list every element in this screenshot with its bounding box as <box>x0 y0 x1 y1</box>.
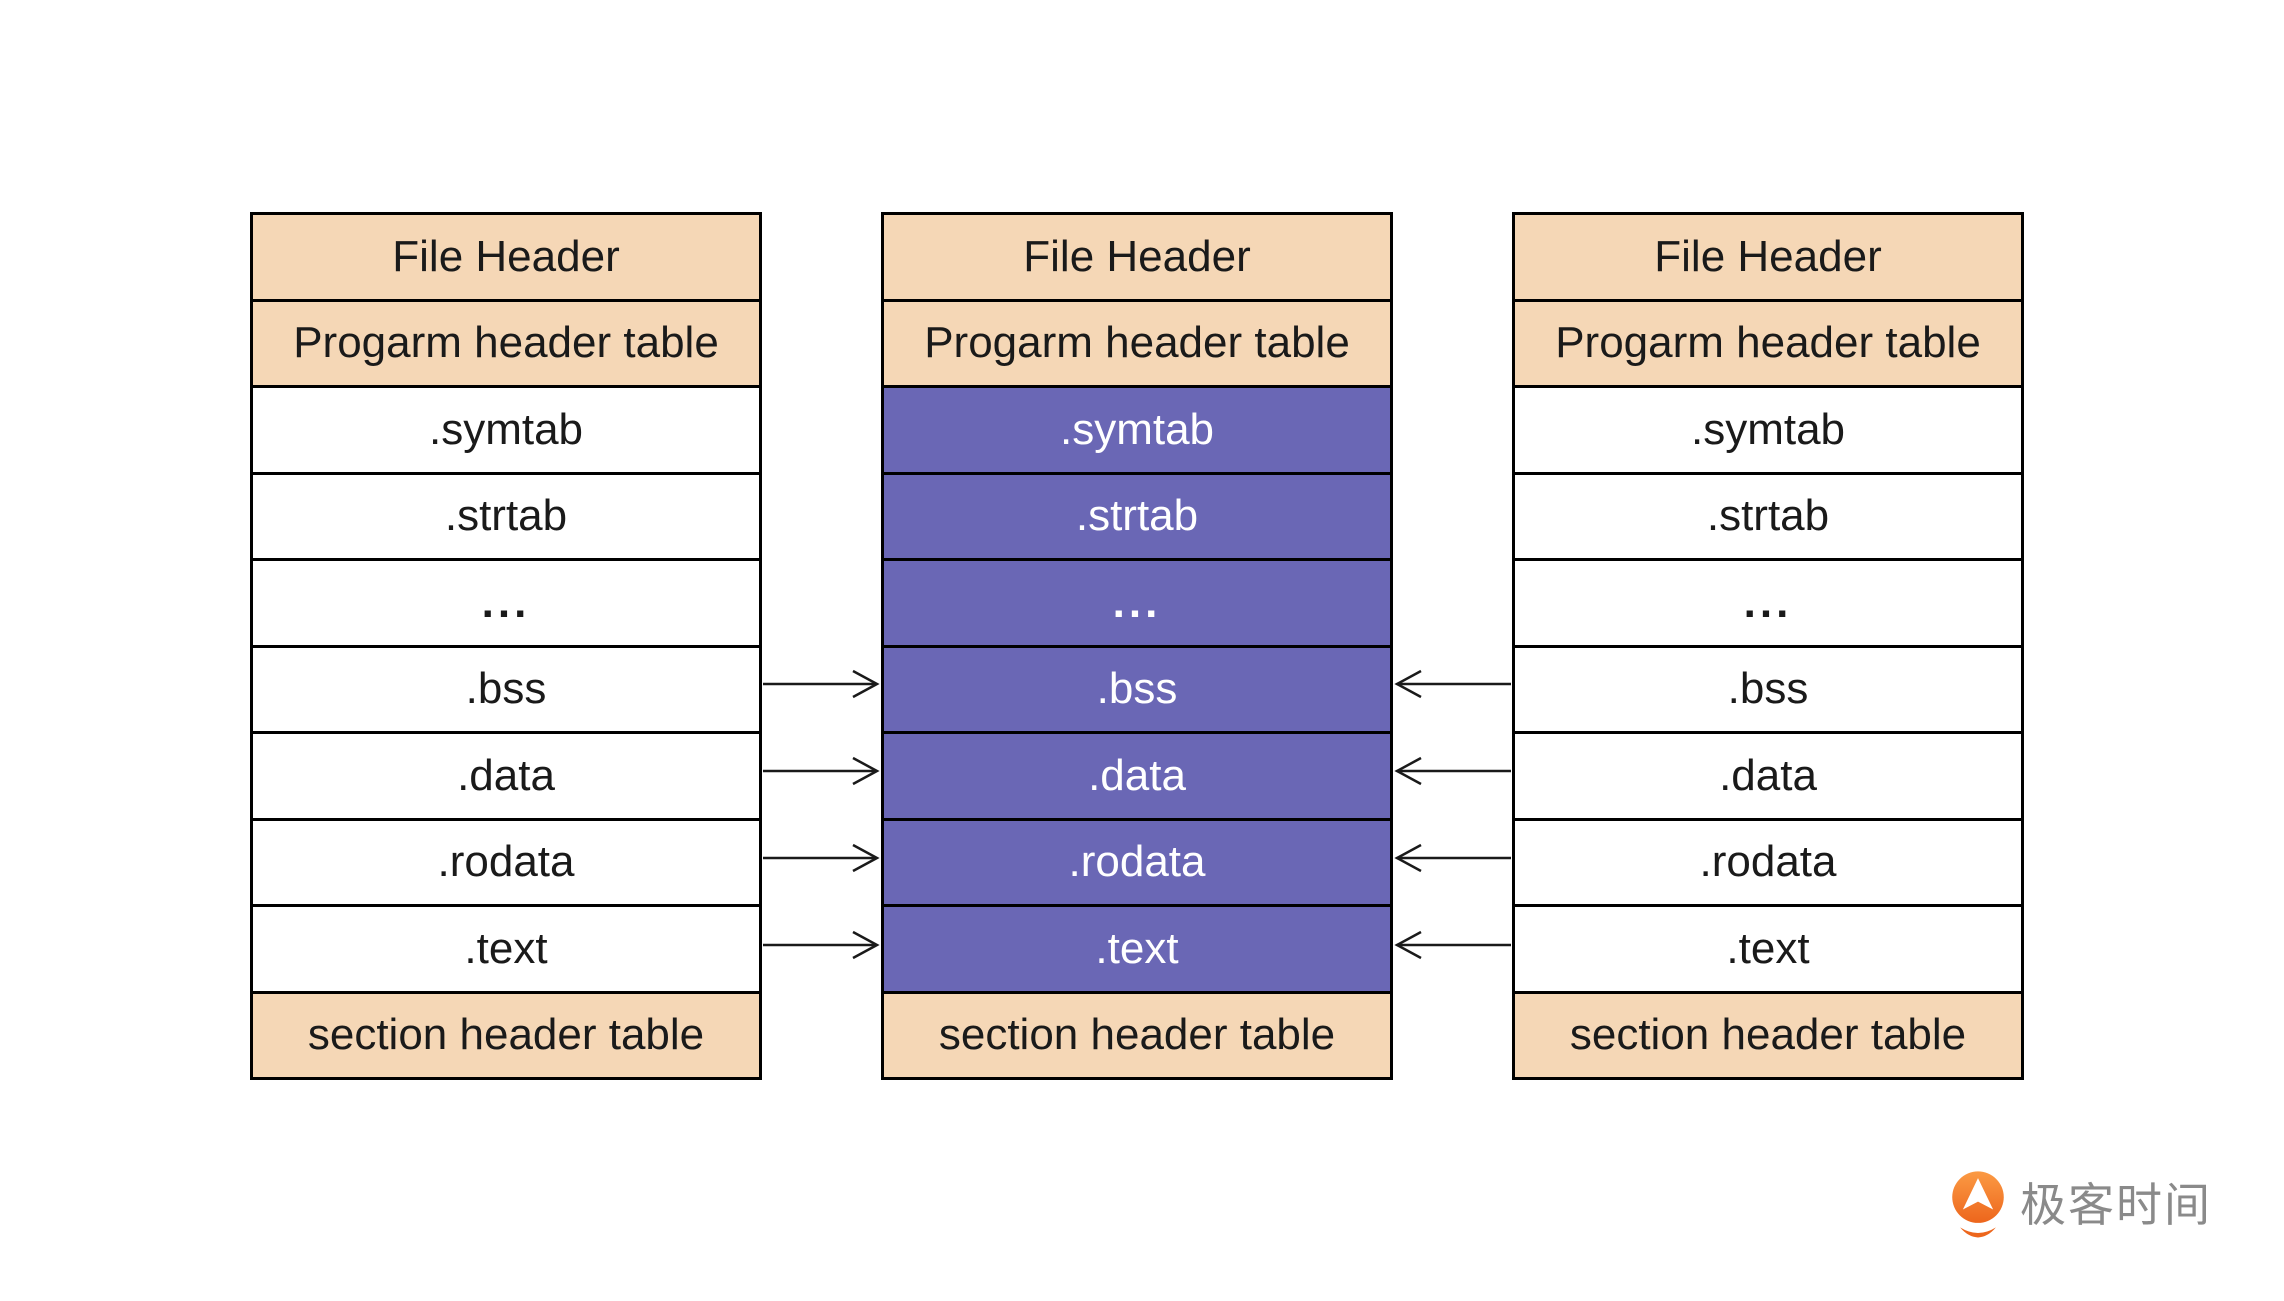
row-text: .text <box>1515 907 2021 994</box>
row-symtab: .symtab <box>253 388 759 475</box>
elf-column-left: File HeaderProgarm header table.symtab.s… <box>250 212 762 1080</box>
brand-logo: 极客时间 <box>1950 1170 2212 1240</box>
row-bss: .bss <box>1515 648 2021 735</box>
row-text: .text <box>253 907 759 994</box>
row-section-header-table: section header table <box>253 994 759 1078</box>
row-progarm-header-table: Progarm header table <box>884 302 1390 389</box>
arrow-right-data <box>1397 758 1511 784</box>
row-symtab: .symtab <box>884 388 1390 475</box>
row-file-header: File Header <box>253 215 759 302</box>
row-data: .data <box>253 734 759 821</box>
row-data: .data <box>884 734 1390 821</box>
geektime-logo-icon <box>1950 1170 2006 1240</box>
row-bss: .bss <box>884 648 1390 735</box>
row-rodata: .rodata <box>1515 821 2021 908</box>
arrow-left-bss <box>763 671 877 697</box>
arrow-left-text <box>763 932 877 958</box>
row-strtab: .strtab <box>253 475 759 562</box>
arrow-left-data <box>763 758 877 784</box>
row-strtab: .strtab <box>884 475 1390 562</box>
elf-column-right: File HeaderProgarm header table.symtab.s… <box>1512 212 2024 1080</box>
row-file-header: File Header <box>1515 215 2021 302</box>
row-bss: .bss <box>253 648 759 735</box>
row-strtab: .strtab <box>1515 475 2021 562</box>
row-rodata: .rodata <box>253 821 759 908</box>
arrow-right-text <box>1397 932 1511 958</box>
row-text: .text <box>884 907 1390 994</box>
row-progarm-header-table: Progarm header table <box>1515 302 2021 389</box>
arrow-right-rodata <box>1397 845 1511 871</box>
brand-logo-text: 极客时间 <box>2020 1170 2212 1240</box>
row-rodata: .rodata <box>884 821 1390 908</box>
arrow-right-bss <box>1397 671 1511 697</box>
row-ellipsis: ... <box>884 561 1390 648</box>
row-section-header-table: section header table <box>884 994 1390 1078</box>
row-data: .data <box>1515 734 2021 821</box>
row-symtab: .symtab <box>1515 388 2021 475</box>
row-file-header: File Header <box>884 215 1390 302</box>
row-ellipsis: ... <box>253 561 759 648</box>
row-section-header-table: section header table <box>1515 994 2021 1078</box>
row-ellipsis: ... <box>1515 561 2021 648</box>
row-progarm-header-table: Progarm header table <box>253 302 759 389</box>
elf-column-middle: File HeaderProgarm header table.symtab.s… <box>881 212 1393 1080</box>
arrow-left-rodata <box>763 845 877 871</box>
